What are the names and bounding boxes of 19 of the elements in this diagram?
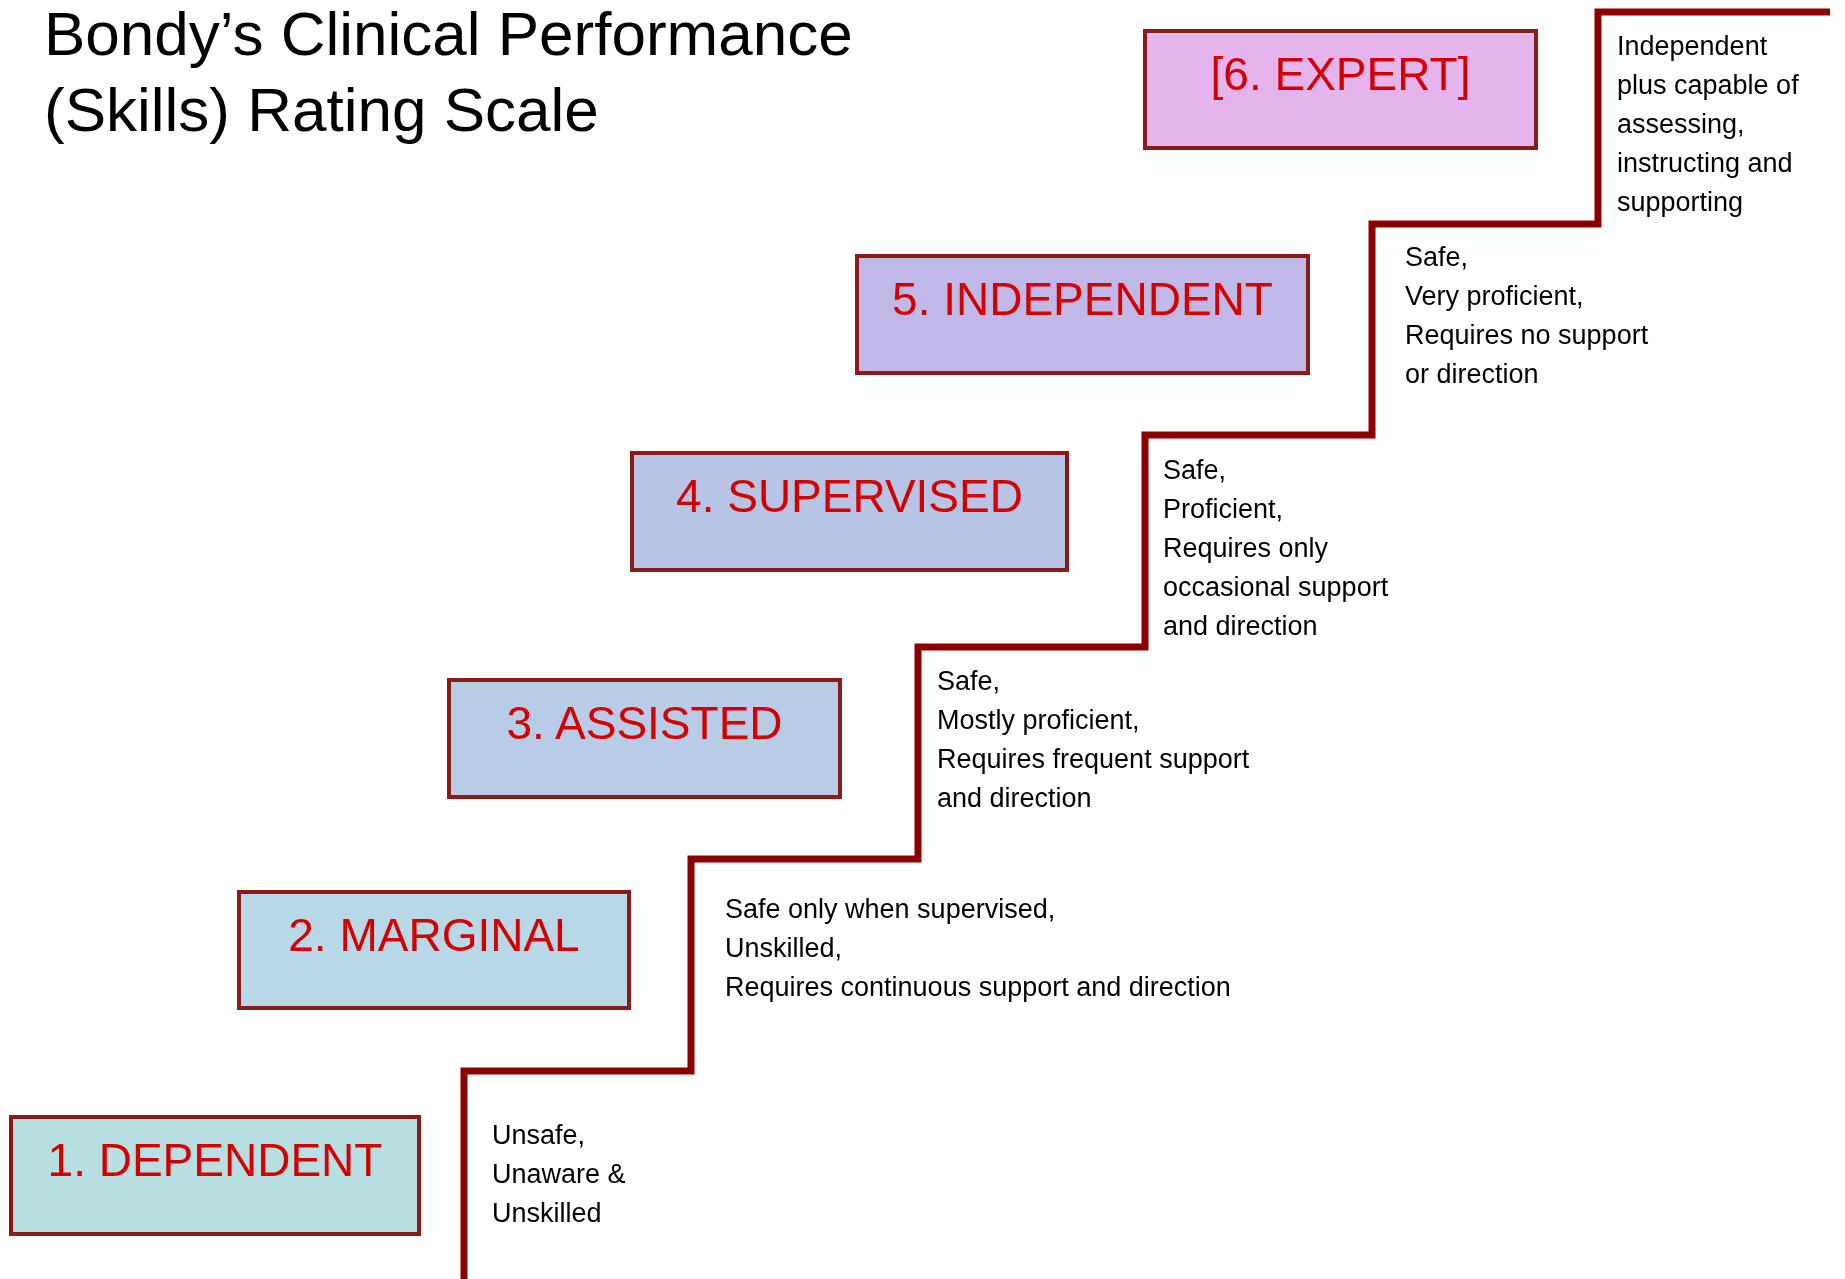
- level-label: [6. EXPERT]: [1209, 47, 1472, 101]
- level-box: [447, 678, 842, 799]
- level-label: 4. SUPERVISED: [675, 469, 1024, 523]
- title: Bondy’s Clinical Performance (Skills) Rating Scale: [44, 0, 854, 146]
- level-description: Unsafe, Unaware & Unskilled: [492, 1119, 627, 1230]
- level-description: Safe, Mostly proficient, Requires frequent support and direction: [937, 665, 1251, 815]
- level-box: [855, 254, 1310, 375]
- level-box: [9, 1115, 421, 1236]
- level-description: Safe, Proficient, Requires only occasional support and direction: [1163, 454, 1390, 643]
- level-box: [1143, 29, 1538, 150]
- level-label: 3. ASSISTED: [505, 696, 784, 750]
- level-label: 1. DEPENDENT: [46, 1133, 384, 1187]
- level-description: Safe only when supervised, Unskilled, Requires continuous support and direction: [725, 893, 1232, 1004]
- level-description: Independent plus capable of assessing, instructing and supporting: [1617, 30, 1800, 219]
- level-label: 5. INDEPENDENT: [891, 272, 1274, 326]
- level-box: [630, 451, 1069, 572]
- level-box: [237, 890, 631, 1010]
- level-description: Safe, Very proficient, Requires no support or direction: [1405, 241, 1650, 391]
- level-label: 2. MARGINAL: [287, 908, 581, 962]
